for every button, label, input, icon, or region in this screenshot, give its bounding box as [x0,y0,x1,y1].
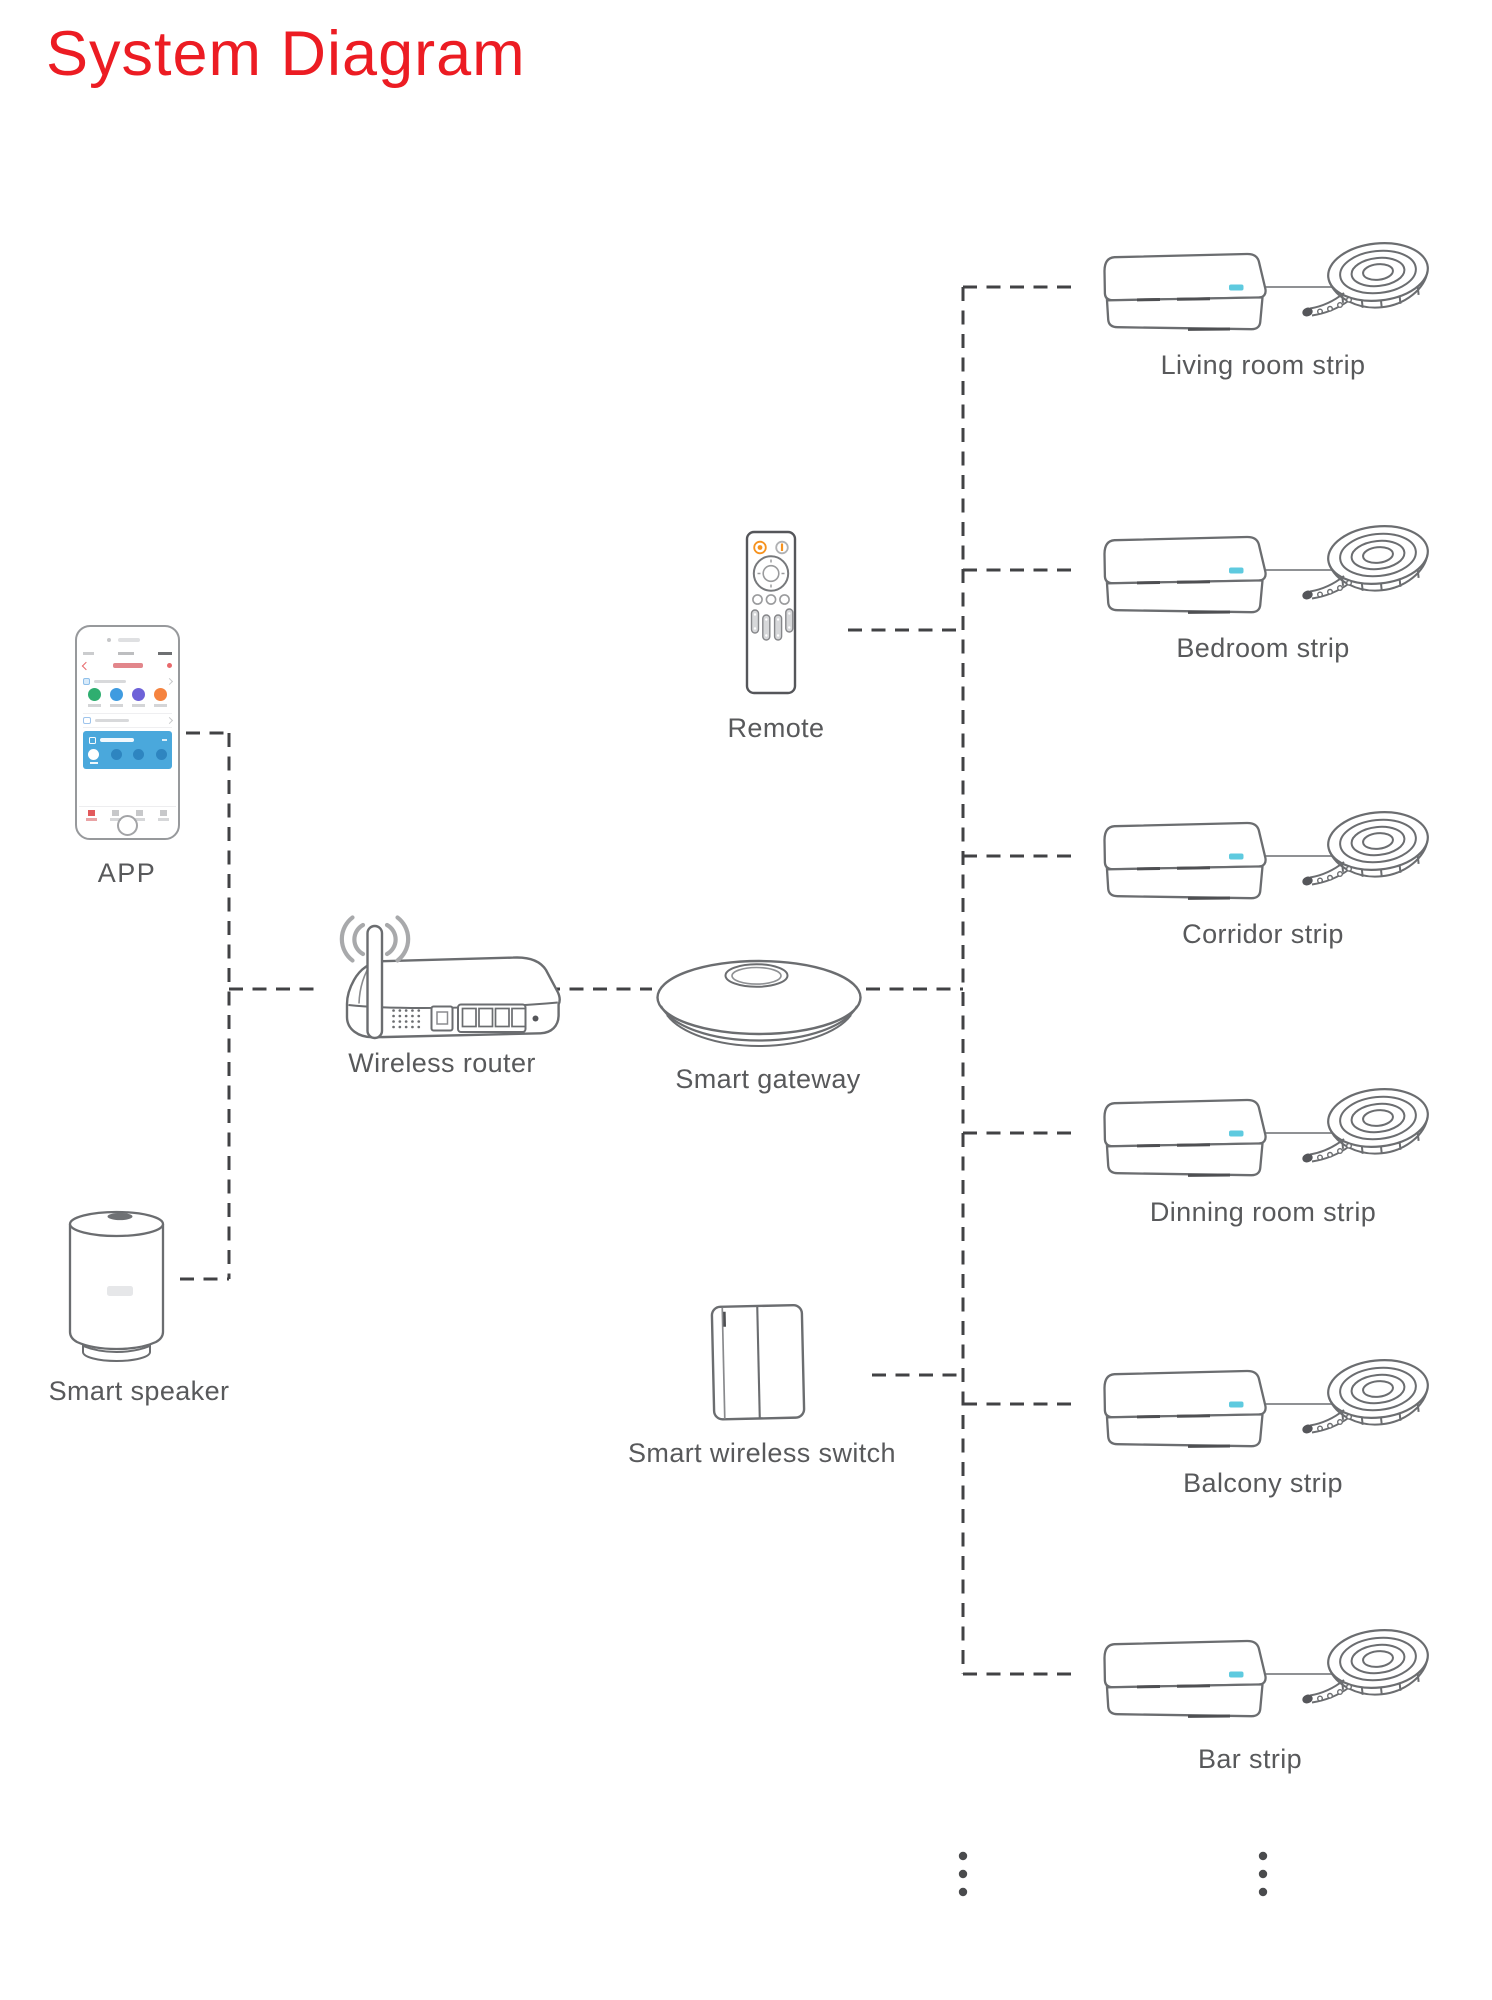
vertical-ellipsis-icon [958,1851,1268,1897]
back-chevron-icon [81,661,91,670]
led-strip-group-corridor [961,805,1433,900]
app-icon-orange [154,688,168,701]
phone-earpiece [118,638,140,642]
app-label: APP [97,858,157,888]
remote-label: Remote [727,713,825,743]
led-strip-group-dinning-room [961,1082,1433,1177]
add-icon [167,663,172,668]
phone-nav-bar [81,660,172,671]
page-title: System Diagram [46,19,526,89]
strip-label-corridor: Corridor strip [1182,919,1344,949]
speaker-base [82,1344,151,1363]
speaker-top-port [107,1212,133,1221]
phone-section-row [83,677,174,686]
smart-gateway-illustration [656,959,862,1048]
phone-app-shortcuts [83,688,172,711]
remote-sliders [750,608,794,641]
app-icon-green [87,688,101,701]
led-strip-group-bedroom [961,519,1433,614]
ethernet-port [430,1005,454,1032]
router-antenna [366,924,384,1040]
app-icon-purple [132,688,146,701]
scene-button [155,749,167,760]
collapse-icon [162,738,167,742]
app-icon-blue [109,688,123,701]
phone-device-row [83,713,174,728]
strip-label-balcony: Balcony strip [1183,1468,1343,1498]
smart-speaker-illustration [68,1210,165,1363]
led-strip-group-balcony [961,1353,1433,1448]
switch-label: Smart wireless switch [628,1438,896,1468]
speaker-label: Smart speaker [48,1376,230,1406]
strip-label-bedroom: Bedroom strip [1176,633,1350,663]
chevron-right-icon [165,677,174,686]
device-icon [83,716,91,725]
router-label: Wireless router [348,1048,536,1078]
scene-button-on [88,749,99,764]
remote-mode-buttons [752,594,790,605]
smart-wireless-switch-illustration [710,1303,806,1421]
speaker-logo [107,1286,133,1296]
strip-label-dinning-room: Dinning room strip [1149,1197,1377,1227]
tab-scenes [103,807,127,823]
tab-smart [128,807,152,823]
phone-tab-bar [79,806,176,823]
tab-profile [152,807,176,823]
led-strip-group-bar [961,1623,1433,1718]
smartphone-app-device [75,625,180,840]
remote-illustration [745,530,797,695]
strip-label-bar: Bar strip [1197,1744,1303,1774]
section-icon [83,678,90,685]
router-led-dot [532,1015,539,1022]
device-icon [89,736,96,744]
strip-label-living-room: Living room strip [1160,350,1366,380]
scene-button [133,749,145,760]
phone-active-device-panel [83,731,172,769]
phone-nav-title [113,663,143,668]
led-strip-group-living-room [961,236,1433,331]
phone-status-bar [83,651,172,656]
scene-button [110,749,122,760]
wifi-waves-icon [339,915,411,963]
gateway-label: Smart gateway [675,1064,861,1094]
tab-home [79,807,103,823]
chevron-right-icon [165,716,174,725]
phone-camera-icon [107,638,111,642]
wireless-router-illustration [339,915,561,1040]
phone-home-button [117,815,138,836]
